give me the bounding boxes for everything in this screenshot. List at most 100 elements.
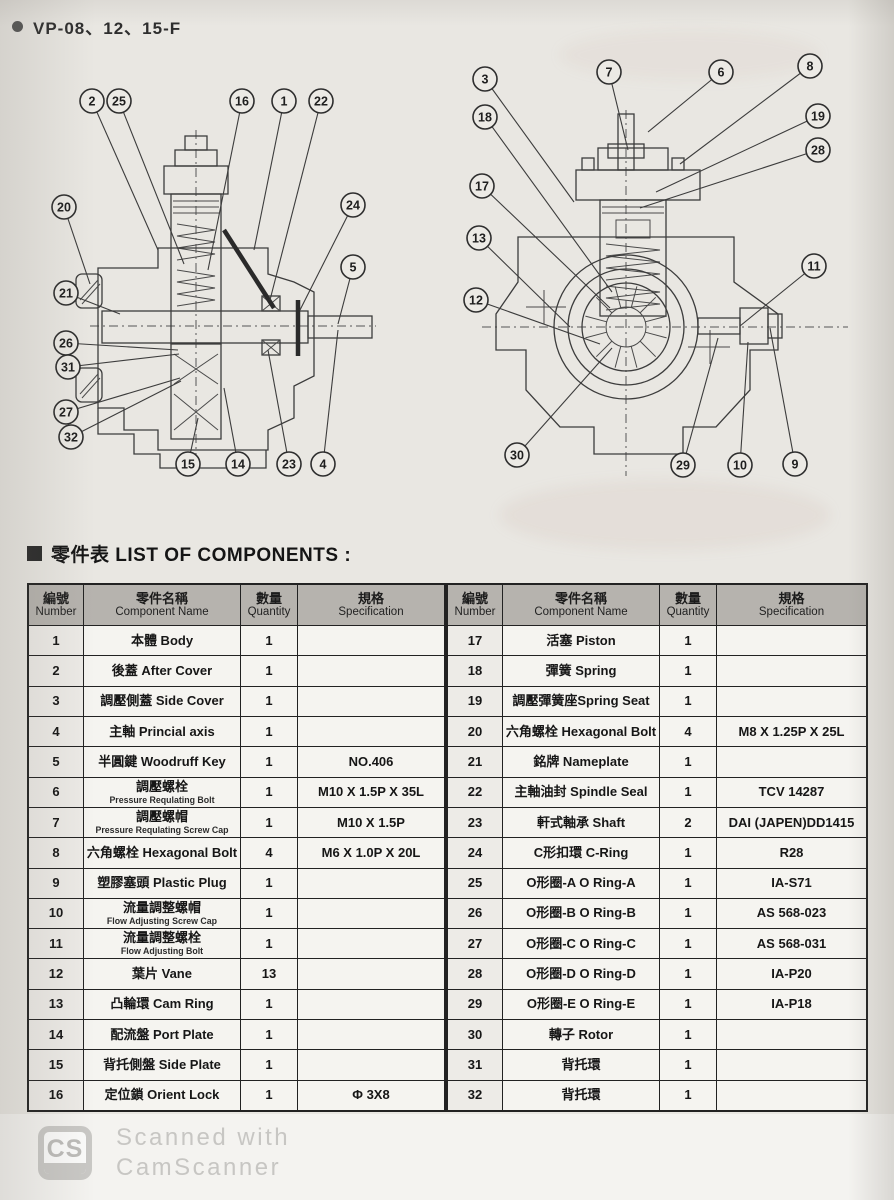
camscanner-text: CamScanner xyxy=(116,1154,282,1181)
callout-leader-line xyxy=(322,329,339,465)
quantity: 1 xyxy=(660,1080,717,1110)
specification xyxy=(717,1081,866,1110)
callout-leader-line xyxy=(679,65,811,165)
quantity: 1 xyxy=(660,989,717,1020)
callout-leader-line xyxy=(478,237,571,328)
callout-circle-20 xyxy=(51,194,77,220)
row-number: 24 xyxy=(448,838,503,868)
row-number: 1 xyxy=(29,626,84,656)
component-name: O形圈-E O Ring-E xyxy=(503,989,660,1020)
component-name: 背托環 xyxy=(503,1050,660,1080)
specification xyxy=(298,626,444,655)
specification: R28 xyxy=(779,844,804,860)
quantity: 1 xyxy=(241,898,298,929)
callout-leader-line xyxy=(223,387,239,465)
component-name: 彈簧 Spring xyxy=(503,656,660,686)
callout-number: 23 xyxy=(282,458,296,472)
component-name: 軒式軸承 Shaft xyxy=(503,807,660,838)
callout-circle-25 xyxy=(106,88,132,114)
row-number: 22 xyxy=(448,777,503,807)
specification: M8 X 1.25P X 25L xyxy=(738,723,845,739)
callout-leader-line xyxy=(608,71,629,151)
callout-leader-line xyxy=(299,204,354,311)
specification: Φ 3X8 xyxy=(352,1087,390,1103)
callout-number: 14 xyxy=(231,458,245,472)
component-name-en: Flow Adjusting Bolt xyxy=(120,946,204,957)
row-number: 18 xyxy=(448,656,503,686)
specification: NO.406 xyxy=(348,753,394,769)
row-number: 28 xyxy=(448,959,503,989)
component-name: 主軸 Princial axis xyxy=(84,716,241,747)
callout-number: 29 xyxy=(676,459,690,473)
component-name: 後蓋 After Cover xyxy=(84,656,241,686)
row-number: 2 xyxy=(29,656,84,686)
quantity: 4 xyxy=(241,838,298,868)
specification: M6 X 1.0P X 20L xyxy=(321,844,421,860)
callout-circle-1 xyxy=(271,88,297,114)
callout-number: 15 xyxy=(181,458,195,472)
bleedthrough-smudge xyxy=(500,480,830,550)
component-name: O形圈-D O Ring-D xyxy=(503,959,660,989)
row-number: 4 xyxy=(29,716,84,747)
specification xyxy=(298,1050,444,1079)
callout-circle-30 xyxy=(504,442,530,468)
callout-leader-line xyxy=(67,353,180,368)
callout-number: 13 xyxy=(472,232,486,246)
specification xyxy=(298,656,444,685)
component-name: O形圈-B O Ring-B xyxy=(503,898,660,929)
row-number: 7 xyxy=(29,807,84,838)
callout-number: 16 xyxy=(235,95,249,109)
row-number: 31 xyxy=(448,1050,503,1080)
callout-circle-32 xyxy=(58,424,84,450)
row-number: 12 xyxy=(29,959,84,989)
callout-number: 6 xyxy=(718,66,725,80)
callout-leader-line xyxy=(484,78,575,203)
component-name-en: Pressure Requlating Screw Cap xyxy=(95,825,229,836)
section-square-icon xyxy=(27,546,42,561)
quantity: 1 xyxy=(660,838,717,868)
quantity: 1 xyxy=(241,626,298,656)
callout-circle-28 xyxy=(805,137,831,163)
callout-circle-14 xyxy=(225,451,251,477)
callout-leader-line xyxy=(484,116,613,293)
callout-leader-line xyxy=(769,327,796,465)
quantity: 1 xyxy=(660,1020,717,1050)
component-name: 調壓彈簧座Spring Seat xyxy=(503,686,660,716)
component-name: 銘牌 Nameplate xyxy=(503,747,660,777)
callout-number: 20 xyxy=(57,201,71,215)
component-name: 配流盤 Port Plate xyxy=(84,1020,241,1050)
quantity: 1 xyxy=(241,929,298,959)
specification xyxy=(298,959,444,988)
row-number: 25 xyxy=(448,868,503,898)
callout-leader-line xyxy=(267,349,290,465)
specification xyxy=(717,626,866,655)
callout-leader-line xyxy=(70,380,182,438)
callout-leader-line xyxy=(739,265,815,327)
specification xyxy=(298,1020,444,1049)
callout-number: 31 xyxy=(61,361,75,375)
callout-leader-line xyxy=(269,100,322,301)
callout-number: 17 xyxy=(475,180,489,194)
callout-number: 24 xyxy=(346,199,360,213)
quantity: 1 xyxy=(241,807,298,838)
quantity: 1 xyxy=(241,1020,298,1050)
row-number: 6 xyxy=(29,777,84,807)
row-number: 29 xyxy=(448,989,503,1020)
